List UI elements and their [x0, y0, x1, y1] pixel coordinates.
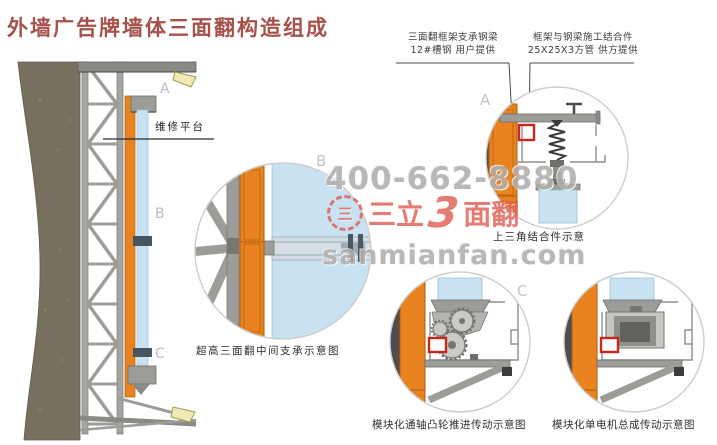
floodlight-top-icon	[172, 71, 197, 88]
watermark-website: sanmianfan.com	[322, 240, 587, 271]
brand-prefix: 三立	[368, 198, 425, 231]
annotation-support-beam-line1: 三面翻框架支承钢梁	[407, 32, 498, 43]
detail-c2-caption: 模块化单电机总成传动示意图	[552, 419, 695, 431]
joint-marker-c1	[427, 336, 448, 354]
detail-c-letter: C	[517, 282, 528, 300]
joint-marker-c2	[599, 336, 620, 354]
billboard-edge-section	[124, 95, 157, 398]
watermark-brand: 三 三立 3 面翻	[327, 188, 520, 237]
annotation-support-beam: 三面翻框架支承钢梁 12#槽钢 用户提供	[394, 31, 512, 57]
detail-a-letter: A	[480, 91, 491, 109]
floodlight-bottom-icon	[170, 406, 196, 423]
top-beam-and-floodlight	[77, 61, 197, 88]
annotation-support-beam-line2: 12#槽钢 用户提供	[410, 45, 496, 56]
section-marker-c: C	[155, 346, 165, 362]
annotation-joint-line2: 25X25X3方管 供方提供	[527, 45, 639, 56]
section-marker-a: A	[160, 81, 170, 97]
bottom-beam-and-floodlight	[79, 396, 197, 432]
detail-c2-drawing	[563, 271, 705, 413]
brand-logo-icon: 三	[327, 195, 363, 231]
detail-c1-caption: 模块化通轴凸轮推进传动示意图	[372, 419, 526, 431]
section-marker-b: B	[155, 206, 165, 222]
brand-logo-glyph: 三	[337, 204, 353, 223]
detail-c1-drawing	[389, 271, 531, 413]
annotation-joint-line1: 框架与钢梁施工结合件	[532, 32, 633, 43]
detail-b-letter: B	[316, 152, 327, 170]
page-title: 外墙广告牌墙体三面翻构造组成	[7, 16, 329, 40]
maintenance-truss	[81, 61, 124, 435]
brand-number: 3	[425, 188, 462, 237]
maintenance-platform-label: 维修平台	[155, 121, 205, 133]
watermark-phone: 400-662-8880	[325, 161, 579, 197]
brand-suffix: 面翻	[463, 198, 520, 231]
detail-b-caption: 超高三面翻中间支承示意图	[196, 345, 340, 357]
joint-marker-a	[517, 123, 536, 142]
detail-a-caption: 上三角结合件示意	[493, 231, 585, 243]
spring-icon	[546, 123, 568, 161]
wall-section	[17, 61, 81, 441]
annotation-joint: 框架与钢梁施工结合件 25X25X3方管 供方提供	[522, 31, 644, 57]
